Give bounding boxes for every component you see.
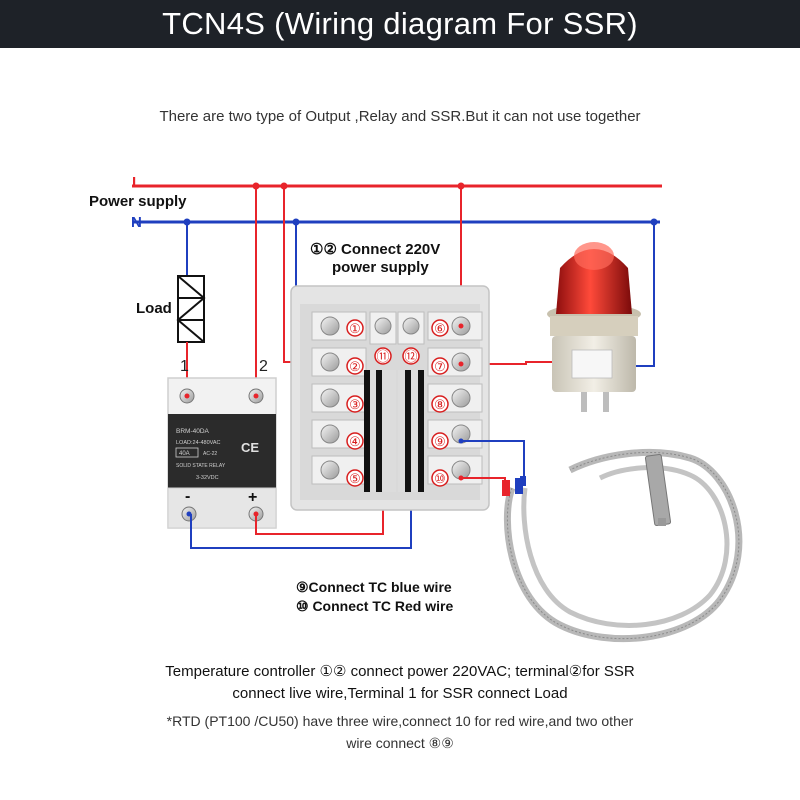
page-title: TCN4S (Wiring diagram For SSR) (0, 0, 800, 48)
power-note-line1: ①② Connect 220V (310, 241, 441, 258)
terminal-label-8: ⑧ (434, 397, 446, 412)
power-note-line2: power supply (332, 259, 429, 276)
ssr-ce-mark: CE (241, 440, 259, 455)
bottom-note-line1: Temperature controller ①② connect power … (165, 663, 635, 680)
ssr-ac: AC-22 (203, 451, 217, 457)
tc-note-line1: ⑨Connect TC blue wire (296, 579, 452, 595)
power-supply-label: Power supply (89, 193, 187, 210)
wire-lamp-neutral (630, 222, 655, 367)
wire-dot (458, 361, 464, 367)
rtd-note-line1: *RTD (PT100 /CU50) have three wire,conne… (166, 713, 634, 729)
terminal-label-4: ④ (349, 434, 361, 449)
neutral-label: N (131, 214, 142, 231)
terminal-label-2: ② (349, 359, 361, 374)
load-symbol (176, 275, 206, 343)
live-label: L (132, 174, 142, 191)
ssr-terminal-2-label: 2 (259, 358, 268, 375)
thermocouple-probe (502, 448, 743, 643)
ssr-rating: 40A (179, 451, 190, 457)
wire-dot (184, 393, 190, 399)
terminal-label-6: ⑥ (434, 321, 446, 336)
ssr-input: 3-32VDC (196, 475, 219, 481)
wire-dot (458, 323, 464, 329)
terminal-label-9: ⑨ (434, 434, 446, 449)
terminal-label-1: ① (349, 321, 361, 336)
terminal-label-5: ⑤ (349, 471, 361, 486)
ssr-spec: LOAD:24-480VAC (176, 440, 221, 446)
tc-blue-wire (461, 440, 525, 482)
terminal-label-3: ③ (349, 397, 361, 412)
subtitle: There are two type of Output ,Relay and … (159, 108, 641, 125)
bottom-note-line2: connect live wire,Terminal 1 for SSR con… (232, 685, 568, 702)
ssr-model: BRM-40DA (176, 428, 210, 435)
load-label: Load (136, 300, 172, 317)
terminal-label-11: ⑪ (376, 349, 389, 364)
ssr-terminal-1-label: 1 (180, 358, 189, 375)
wire-dot (253, 393, 259, 399)
tc-note-line2: ⑩ Connect TC Red wire (296, 598, 454, 614)
rtd-note-line2: wire connect ⑧⑨ (346, 735, 454, 751)
ssr-type: SOLID STATE RELAY (176, 463, 226, 469)
terminal-label-10: ⑩ (434, 471, 446, 486)
terminal-badges (346, 319, 449, 487)
wire-terminal-7-lamp (461, 361, 560, 365)
temperature-controller (290, 285, 490, 511)
terminal-label-7: ⑦ (434, 359, 446, 374)
terminal-label-12: ⑫ (404, 349, 417, 364)
ssr-rating-box (175, 447, 199, 458)
ssr-plus-label: + (248, 489, 257, 506)
ssr-minus-label: - (185, 488, 190, 505)
warning-lamp (547, 242, 641, 412)
